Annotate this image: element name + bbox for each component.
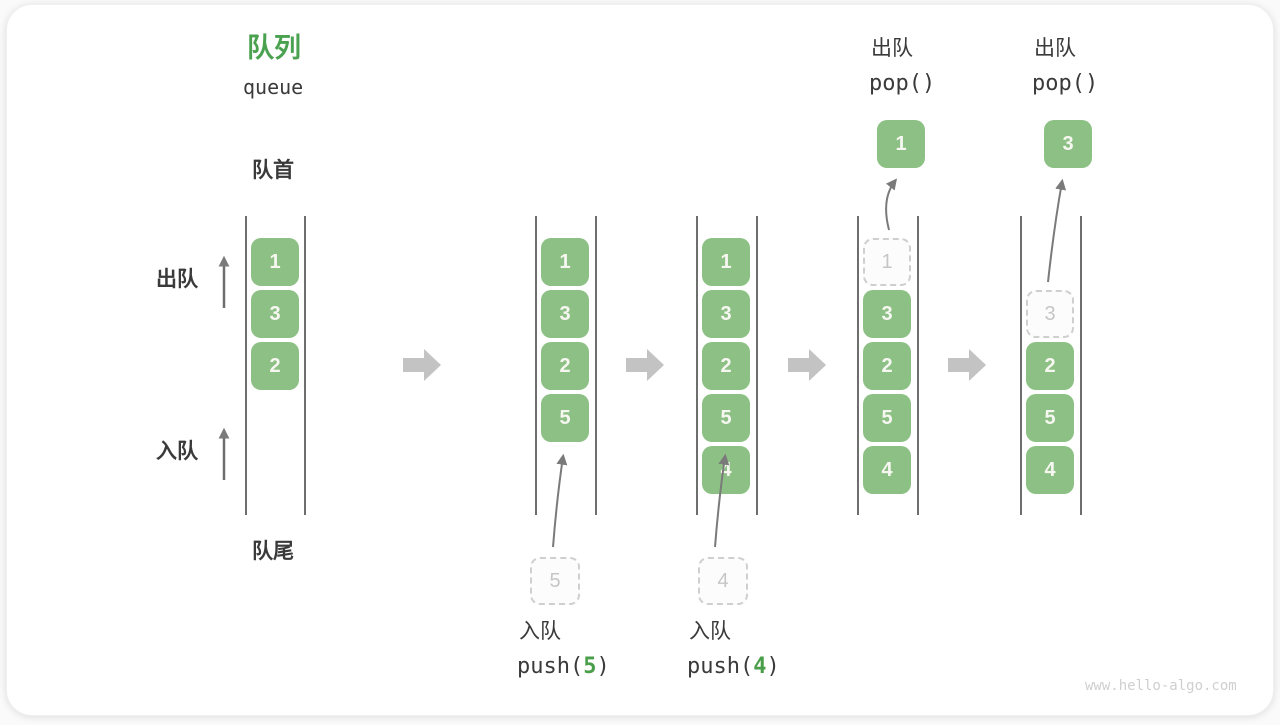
queue-front-label: 队首 — [252, 159, 294, 182]
pop-call-label: pop() — [1032, 71, 1099, 96]
dequeue-side-label: 出队 — [156, 268, 198, 291]
step-arrow-icon — [788, 349, 826, 381]
queue-wall — [304, 216, 306, 515]
queue-cell: 2 — [251, 342, 299, 390]
pop-call-label: pop() — [869, 71, 936, 96]
push-call-label: push(5) — [517, 656, 610, 678]
push-arg: 4 — [753, 654, 767, 679]
queue-cell: 2 — [702, 342, 750, 390]
push-call-pre: push( — [517, 654, 584, 679]
diagram-card: 队列 queue 队首 队尾 出队 入队 1 3 2 1 3 2 5 1 3 2… — [6, 4, 1274, 716]
queue-cell: 1 — [702, 238, 750, 286]
queue-wall — [245, 216, 247, 515]
step-arrow-icon — [626, 349, 664, 381]
queue-cell: 5 — [702, 394, 750, 442]
push-call-suf: ) — [596, 654, 610, 679]
queue-wall — [1020, 216, 1022, 515]
arrows-layer — [218, 178, 1067, 548]
queue-cell: 4 — [1026, 446, 1074, 494]
queue-cell: 5 — [1026, 394, 1074, 442]
popped-cell: 3 — [1044, 120, 1092, 168]
queue-rear-label: 队尾 — [252, 540, 294, 563]
enqueue-side-label: 入队 — [156, 440, 198, 463]
staged-push-cell: 5 — [530, 557, 580, 605]
push-call-pre: push( — [687, 654, 754, 679]
queue-cell: 2 — [541, 342, 589, 390]
push-5-arrow — [552, 453, 568, 548]
queue-wall — [756, 216, 758, 515]
queue-cell: 2 — [1026, 342, 1074, 390]
queue-wall — [1080, 216, 1082, 515]
dequeue-op-label: 出队 — [871, 37, 913, 60]
dequeue-op-label: 出队 — [1034, 37, 1076, 60]
queue-wall — [535, 216, 537, 515]
enqueue-op-label: 入队 — [689, 620, 731, 643]
push-call-label: push(4) — [687, 656, 780, 678]
push-arg: 5 — [583, 654, 597, 679]
queue-cell: 3 — [541, 290, 589, 338]
pop-3-arrow — [1047, 178, 1067, 283]
queue-cell: 4 — [702, 446, 750, 494]
staged-push-cell: 4 — [698, 557, 748, 605]
watermark: www.hello-algo.com — [1085, 678, 1237, 694]
step-arrow-icon — [948, 349, 986, 381]
step-arrow-icon — [403, 349, 441, 381]
enqueue-op-label: 入队 — [519, 620, 561, 643]
queue-wall — [857, 216, 859, 515]
queue-cell: 4 — [863, 446, 911, 494]
queue-cell: 5 — [863, 394, 911, 442]
push-call-suf: ) — [766, 654, 780, 679]
queue-wall — [696, 216, 698, 515]
queue-cell: 1 — [251, 238, 299, 286]
queue-cell: 5 — [541, 394, 589, 442]
popped-cell: 1 — [877, 120, 925, 168]
queue-cell: 3 — [702, 290, 750, 338]
queue-cell: 3 — [863, 290, 911, 338]
dequeued-ghost-cell: 3 — [1026, 290, 1074, 338]
page-subtitle: queue — [243, 75, 304, 99]
queue-wall — [595, 216, 597, 515]
pop-1-arrow — [885, 178, 898, 231]
queue-cell: 1 — [541, 238, 589, 286]
page-title: 队列 — [247, 33, 301, 63]
queue-cell: 3 — [251, 290, 299, 338]
dequeued-ghost-cell: 1 — [863, 238, 911, 286]
queue-wall — [917, 216, 919, 515]
queue-cell: 2 — [863, 342, 911, 390]
